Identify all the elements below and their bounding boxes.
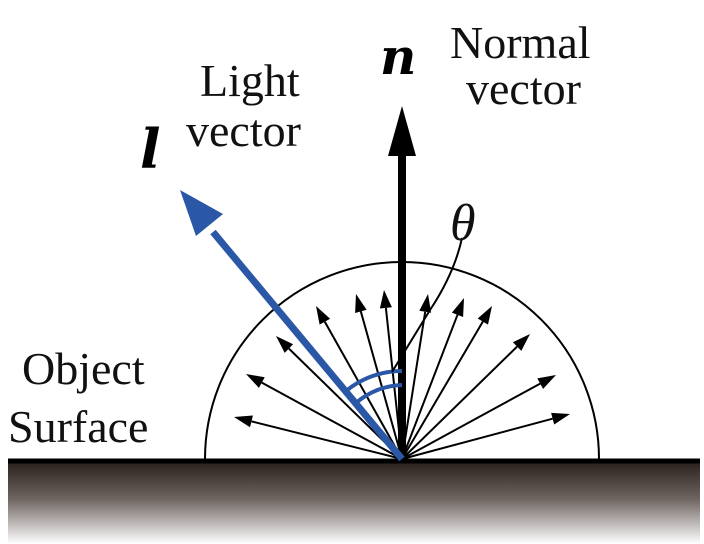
reflected-ray-5 <box>359 311 403 460</box>
normal-symbol: n <box>380 27 416 86</box>
theta-leader-line <box>391 237 463 373</box>
angle-arc-outer <box>344 368 403 393</box>
reflected-ray-arrowhead-6 <box>379 290 392 309</box>
normal-label-line2: vector <box>466 63 581 114</box>
light-label-line1: Light <box>200 55 300 106</box>
reflected-ray-arrowhead-11 <box>537 375 556 389</box>
reflected-ray-arrowhead-1 <box>234 415 253 428</box>
reflected-ray-12 <box>401 417 553 460</box>
light-label-line2: vector <box>186 105 301 156</box>
angle-theta-label: θ <box>450 195 476 252</box>
object-surface-block <box>8 462 700 544</box>
reflected-ray-arrowhead-10 <box>512 334 530 351</box>
reflected-ray-arrowhead-9 <box>477 306 492 325</box>
light-vector-shaft <box>210 229 405 462</box>
reflected-ray-9 <box>401 320 484 460</box>
reflected-ray-arrowhead-12 <box>551 412 570 425</box>
surface-label-line2: Surface <box>8 401 148 452</box>
reflected-ray-arrowhead-7 <box>419 294 432 313</box>
reflected-ray-arrowhead-8 <box>451 298 464 317</box>
reflected-ray-arrowhead-2 <box>246 374 265 388</box>
normal-label-line1: Normal <box>450 17 591 68</box>
normal-vector-arrowhead <box>388 106 416 156</box>
reflected-ray-4 <box>323 321 403 460</box>
reflected-ray-arrowhead-4 <box>316 306 331 325</box>
reflected-ray-8 <box>401 314 459 460</box>
light-vector-arrowhead <box>180 190 223 236</box>
surface-label-line1: Object <box>22 343 145 394</box>
reflected-ray-1 <box>251 420 403 460</box>
angle-arc-inner <box>354 383 403 405</box>
reflected-ray-2 <box>261 381 403 460</box>
reflected-ray-arrowhead-5 <box>355 294 367 313</box>
reflected-ray-10 <box>401 345 518 460</box>
reflected-ray-11 <box>401 382 541 460</box>
reflected-ray-arrowhead-3 <box>276 336 294 353</box>
light-symbol: l <box>140 117 161 181</box>
